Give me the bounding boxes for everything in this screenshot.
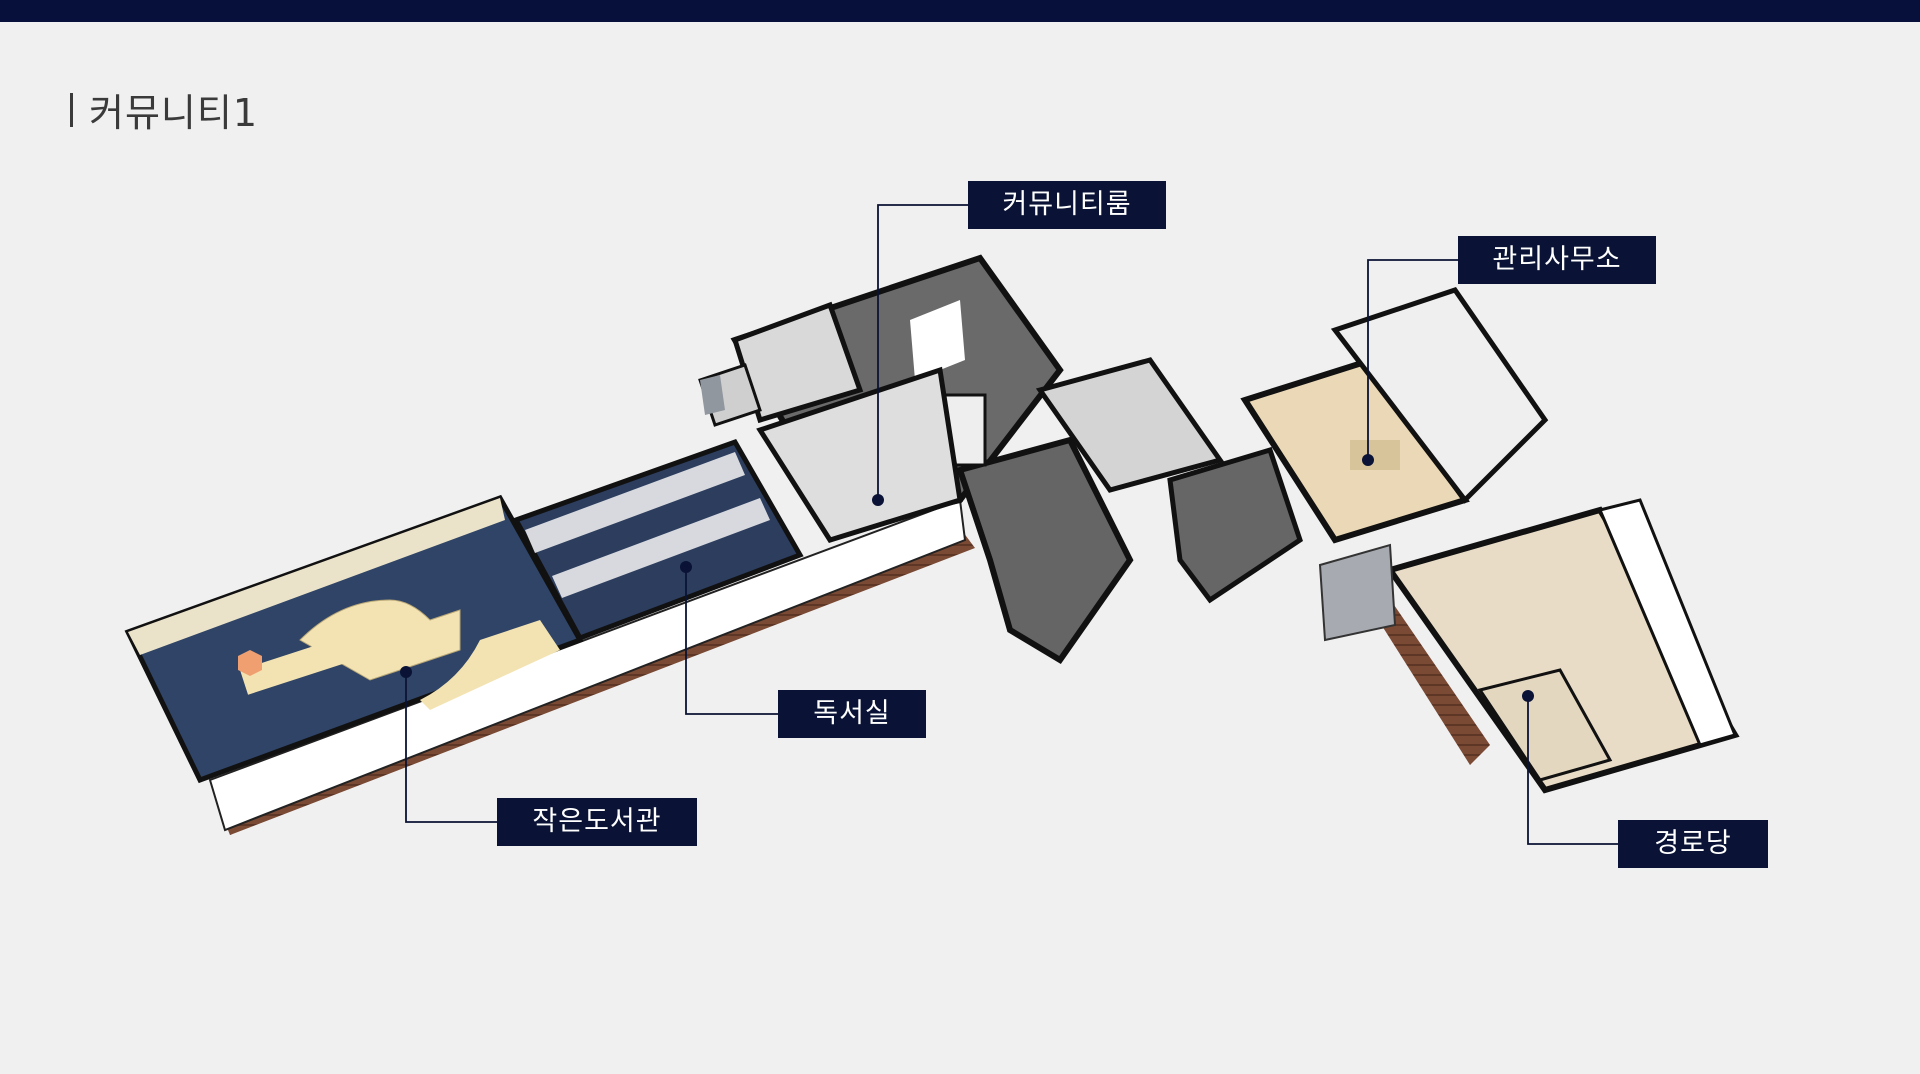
- label-management-office: 관리사무소: [1458, 236, 1656, 284]
- marker-dot-management-office: [1362, 454, 1374, 466]
- top-header-bar: [0, 0, 1920, 22]
- label-reading-room: 독서실: [778, 690, 926, 738]
- reading-room: [512, 438, 804, 642]
- glass-curtain-wall-1: [700, 375, 725, 415]
- left-wing-exterior-wall: [208, 498, 967, 832]
- title-divider: [70, 92, 73, 127]
- label-community-room: 커뮤니티룸: [968, 181, 1166, 229]
- leader-line-small-library: [405, 672, 497, 823]
- marker-dot-reading-room: [680, 561, 692, 573]
- glass-curtain-wall-2: [1318, 543, 1397, 642]
- leader-line-reading-room: [685, 567, 778, 715]
- marker-dot-community-room: [872, 494, 884, 506]
- page-title: 커뮤니티1: [70, 82, 258, 137]
- small-library-room: [124, 494, 584, 784]
- marker-dot-senior-center: [1522, 690, 1534, 702]
- page-title-text: 커뮤니티1: [89, 91, 259, 135]
- leader-line-senior-center: [1527, 696, 1618, 845]
- label-senior-center: 경로당: [1618, 820, 1768, 868]
- senior-center: [1385, 498, 1740, 794]
- leader-line-community-room: [877, 204, 968, 500]
- wood-deck-right: [1372, 602, 1490, 765]
- marker-dot-small-library: [400, 666, 412, 678]
- leader-line-management-office: [1367, 259, 1458, 460]
- management-office: [1240, 287, 1549, 544]
- label-small-library: 작은도서관: [497, 798, 697, 846]
